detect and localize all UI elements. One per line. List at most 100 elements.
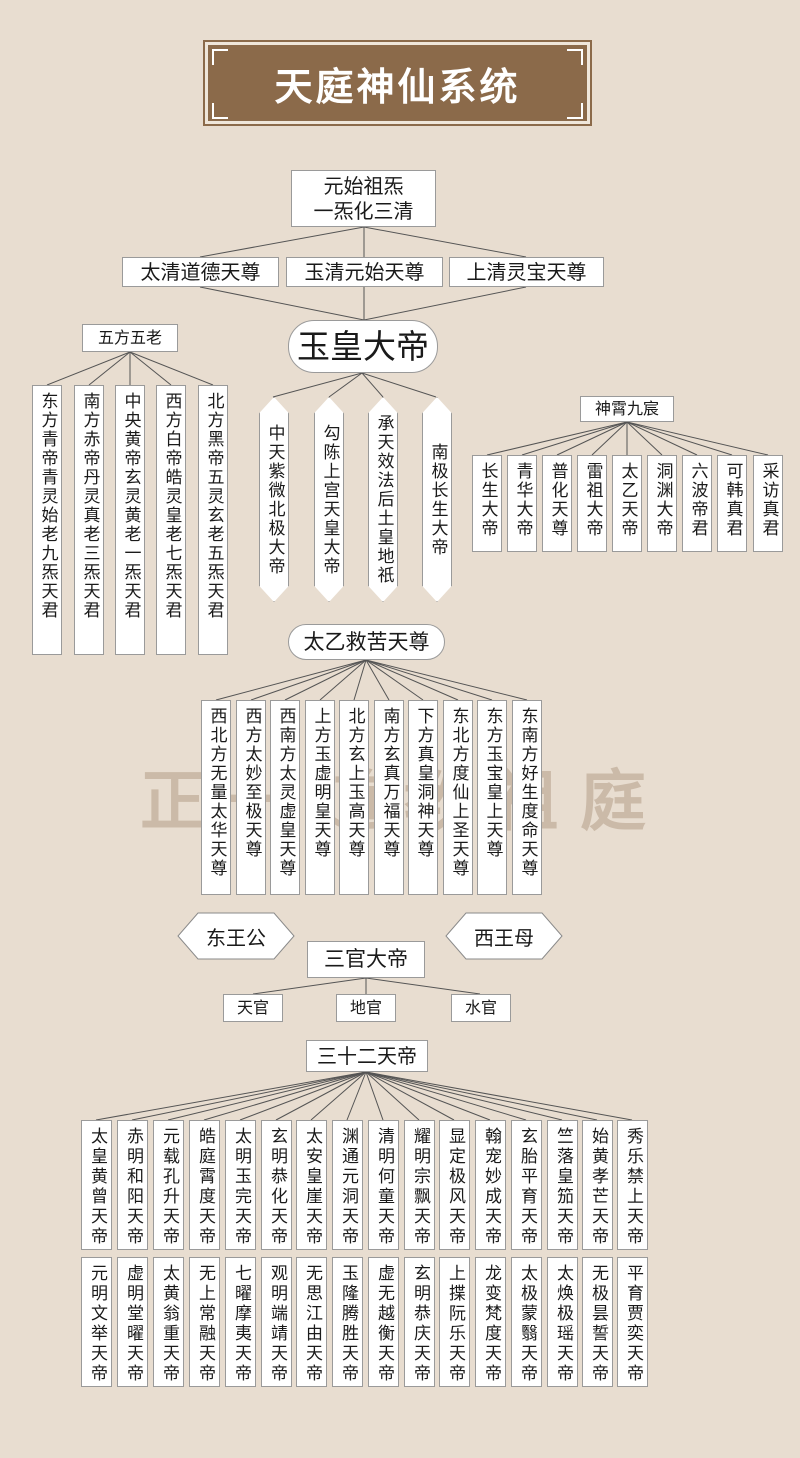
shenxiao-item: 六波帝君 (682, 455, 712, 552)
thirty-two-emperor-label: 皓庭霄度天帝 (195, 1127, 215, 1247)
thirty-two-emperor-label: 太皇黄曾天帝 (87, 1127, 107, 1247)
thirty-two-emperor-label: 赤明和阳天帝 (123, 1127, 143, 1247)
thirty-two-emperor-item: 玄明恭庆天帝 (404, 1257, 435, 1387)
ten-direction-item: 西北方无量太华天尊 (201, 700, 231, 895)
thirty-two-emperor-label: 玉隆腾胜天帝 (338, 1264, 358, 1384)
ten-direction-item: 西方太妙至极天尊 (236, 700, 266, 895)
thirty-two-emperor-item: 元明文举天帝 (81, 1257, 112, 1387)
dongwanggong-shape (177, 912, 295, 960)
thirty-two-emperor-item: 玉隆腾胜天帝 (332, 1257, 363, 1387)
thirty-two-emperor-item: 龙变梵度天帝 (475, 1257, 506, 1387)
banner-corner-ornament (212, 103, 228, 119)
thirty-two-emperor-label: 太焕极瑶天帝 (553, 1264, 573, 1384)
thirty-two-emperor-item: 观明端靖天帝 (261, 1257, 292, 1387)
shenxiao-item: 可韩真君 (717, 455, 747, 552)
thirty-two-emperor-label: 无上常融天帝 (195, 1264, 215, 1384)
ten-direction-item: 北方玄上玉高天尊 (339, 700, 369, 895)
thirty-two-emperor-label: 无极昙誓天帝 (588, 1264, 608, 1384)
thirty-two-emperor-item: 皓庭霄度天帝 (189, 1120, 220, 1250)
thirty-two-emperor-item: 翰宠妙成天帝 (475, 1120, 506, 1250)
title-banner: 天庭神仙系统 (203, 40, 592, 126)
taiyi-node: 太乙救苦天尊 (288, 624, 445, 660)
root-node: 元始祖炁 一炁化三清 (291, 170, 436, 227)
thirty-two-emperor-label: 无思江由天帝 (302, 1264, 322, 1384)
thirty-two-emperor-label: 显定极风天帝 (445, 1127, 465, 1247)
thirty-two-emperor-label: 平育贾奕天帝 (623, 1264, 643, 1384)
thirty-two-emperor-label: 秀乐禁上天帝 (623, 1127, 643, 1247)
thirty-two-emperor-item: 玄明恭化天帝 (261, 1120, 292, 1250)
thirty-two-emperor-label: 太明玉完天帝 (231, 1127, 251, 1247)
xiwangmu-label: 西王母 (474, 925, 534, 950)
root-line1: 元始祖炁 (323, 173, 404, 198)
thirty-two-emperor-item: 元载孔升天帝 (153, 1120, 184, 1250)
four-emperor-item: 勾陈上宫天皇大帝 (314, 397, 344, 602)
wufang-item: 南方赤帝丹灵真老三炁天君 (74, 385, 104, 655)
dongwanggong-label: 东王公 (206, 925, 266, 950)
thirty-two-emperor-label: 观明端靖天帝 (267, 1264, 287, 1384)
thirty-two-emperor-label: 翰宠妙成天帝 (481, 1127, 501, 1247)
root-line2: 一炁化三清 (313, 198, 414, 223)
thirty-two-emperor-item: 清明何童天帝 (368, 1120, 399, 1250)
wufang-item: 中央黄帝玄灵黄老一炁天君 (115, 385, 145, 655)
thirty-two-emperor-item: 无极昙誓天帝 (582, 1257, 613, 1387)
thirty-two-emperor-item: 秀乐禁上天帝 (617, 1120, 648, 1250)
thirty-two-emperor-item: 无思江由天帝 (296, 1257, 327, 1387)
thirty-two-emperor-item: 玄胎平育天帝 (511, 1120, 542, 1250)
thirty-two-emperor-item: 无上常融天帝 (189, 1257, 220, 1387)
thirty-two-emperor-item: 渊通元洞天帝 (332, 1120, 363, 1250)
ten-direction-item: 东北方度仙上圣天尊 (443, 700, 473, 895)
wufang-item: 北方黑帝五灵玄老五炁天君 (198, 385, 228, 655)
shenxiao-label: 神霄九宸 (580, 396, 674, 422)
sanqing-yuqing: 玉清元始天尊 (286, 257, 443, 287)
thirty-two-emperor-label: 耀明宗飘天帝 (410, 1127, 430, 1247)
shenxiao-item: 洞渊大帝 (647, 455, 677, 552)
four-emperor-item: 南极长生大帝 (422, 397, 452, 602)
thirty-two-emperor-item: 虚无越衡天帝 (368, 1257, 399, 1387)
wufang-item: 东方青帝青灵始老九炁天君 (32, 385, 62, 655)
shenxiao-item: 普化天尊 (542, 455, 572, 552)
thirty-two-emperor-label: 竺落皇笳天帝 (553, 1127, 573, 1247)
thirty-two-emperor-item: 太极蒙翳天帝 (511, 1257, 542, 1387)
thirty-two-emperor-item: 七曜摩夷天帝 (225, 1257, 256, 1387)
thirty-two-emperor-label: 玄明恭庆天帝 (410, 1264, 430, 1384)
ten-direction-item: 东南方好生度命天尊 (512, 700, 542, 895)
shenxiao-item: 长生大帝 (472, 455, 502, 552)
thirty-two-emperor-label: 七曜摩夷天帝 (231, 1264, 251, 1384)
thirty-two-emperor-item: 太安皇崖天帝 (296, 1120, 327, 1250)
thirty-two-emperor-item: 赤明和阳天帝 (117, 1120, 148, 1250)
sanqing-shangqing: 上清灵宝天尊 (449, 257, 604, 287)
four-emperor-item: 中天紫微北极大帝 (259, 397, 289, 602)
xiwangmu-shape (445, 912, 563, 960)
wufang-item: 西方白帝皓灵皇老七炁天君 (156, 385, 186, 655)
thirty-two-emperor-item: 竺落皇笳天帝 (547, 1120, 578, 1250)
thirty-two-emperor-label: 太黄翁重天帝 (159, 1264, 179, 1384)
shenxiao-item: 雷祖大帝 (577, 455, 607, 552)
thirty-two-emperor-item: 平育贾奕天帝 (617, 1257, 648, 1387)
four-emperor-item: 承天效法后土皇地祇 (368, 397, 398, 602)
thirty-two-emperor-label: 太安皇崖天帝 (302, 1127, 322, 1247)
thirty-two-emperor-label: 虚明堂曜天帝 (123, 1264, 143, 1384)
thirty-two-emperor-label: 上揲阮乐天帝 (445, 1264, 465, 1384)
thirty-two-emperor-item: 始黄孝芒天帝 (582, 1120, 613, 1250)
ten-direction-item: 上方玉虚明皇天尊 (305, 700, 335, 895)
shenxiao-item: 青华大帝 (507, 455, 537, 552)
thirty-two-emperor-label: 玄明恭化天帝 (267, 1127, 287, 1247)
banner-corner-ornament (212, 49, 228, 65)
thirty-two-emperor-label: 清明何童天帝 (374, 1127, 394, 1247)
thirty-two-emperor-label: 渊通元洞天帝 (338, 1127, 358, 1247)
sanguan-tianguan: 天官 (223, 994, 283, 1022)
ten-direction-item: 西南方太灵虚皇天尊 (270, 700, 300, 895)
thirty-two-emperor-label: 龙变梵度天帝 (481, 1264, 501, 1384)
ten-direction-item: 东方玉宝皇上天尊 (477, 700, 507, 895)
thirty-two-label: 三十二天帝 (306, 1040, 428, 1072)
thirty-two-emperor-item: 太明玉完天帝 (225, 1120, 256, 1250)
thirty-two-emperor-label: 元明文举天帝 (87, 1264, 107, 1384)
ten-direction-item: 南方玄真万福天尊 (374, 700, 404, 895)
sanqing-taiqing: 太清道德天尊 (122, 257, 279, 287)
sanguan-diguan: 地官 (336, 994, 396, 1022)
thirty-two-emperor-label: 始黄孝芒天帝 (588, 1127, 608, 1247)
thirty-two-emperor-label: 太极蒙翳天帝 (517, 1264, 537, 1384)
shenxiao-item: 太乙天帝 (612, 455, 642, 552)
banner-corner-ornament (567, 103, 583, 119)
